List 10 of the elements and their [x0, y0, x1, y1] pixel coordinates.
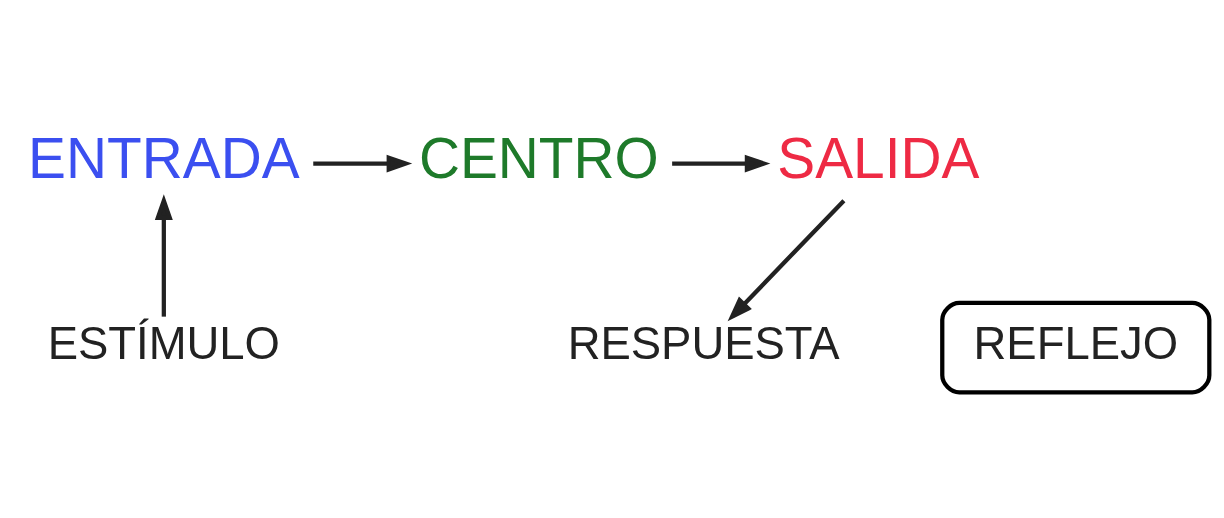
node-text: RESPUESTA	[567, 317, 840, 369]
arrow	[672, 154, 771, 173]
arrow	[154, 193, 173, 317]
node-box: REFLEJO	[940, 300, 1212, 394]
arrow	[313, 154, 413, 173]
node-text: CENTRO	[418, 126, 659, 190]
node-text: ENTRADA	[28, 126, 300, 190]
arrow	[727, 198, 846, 321]
node-text: ESTÍMULO	[47, 317, 280, 369]
node-text: SALIDA	[777, 126, 980, 190]
